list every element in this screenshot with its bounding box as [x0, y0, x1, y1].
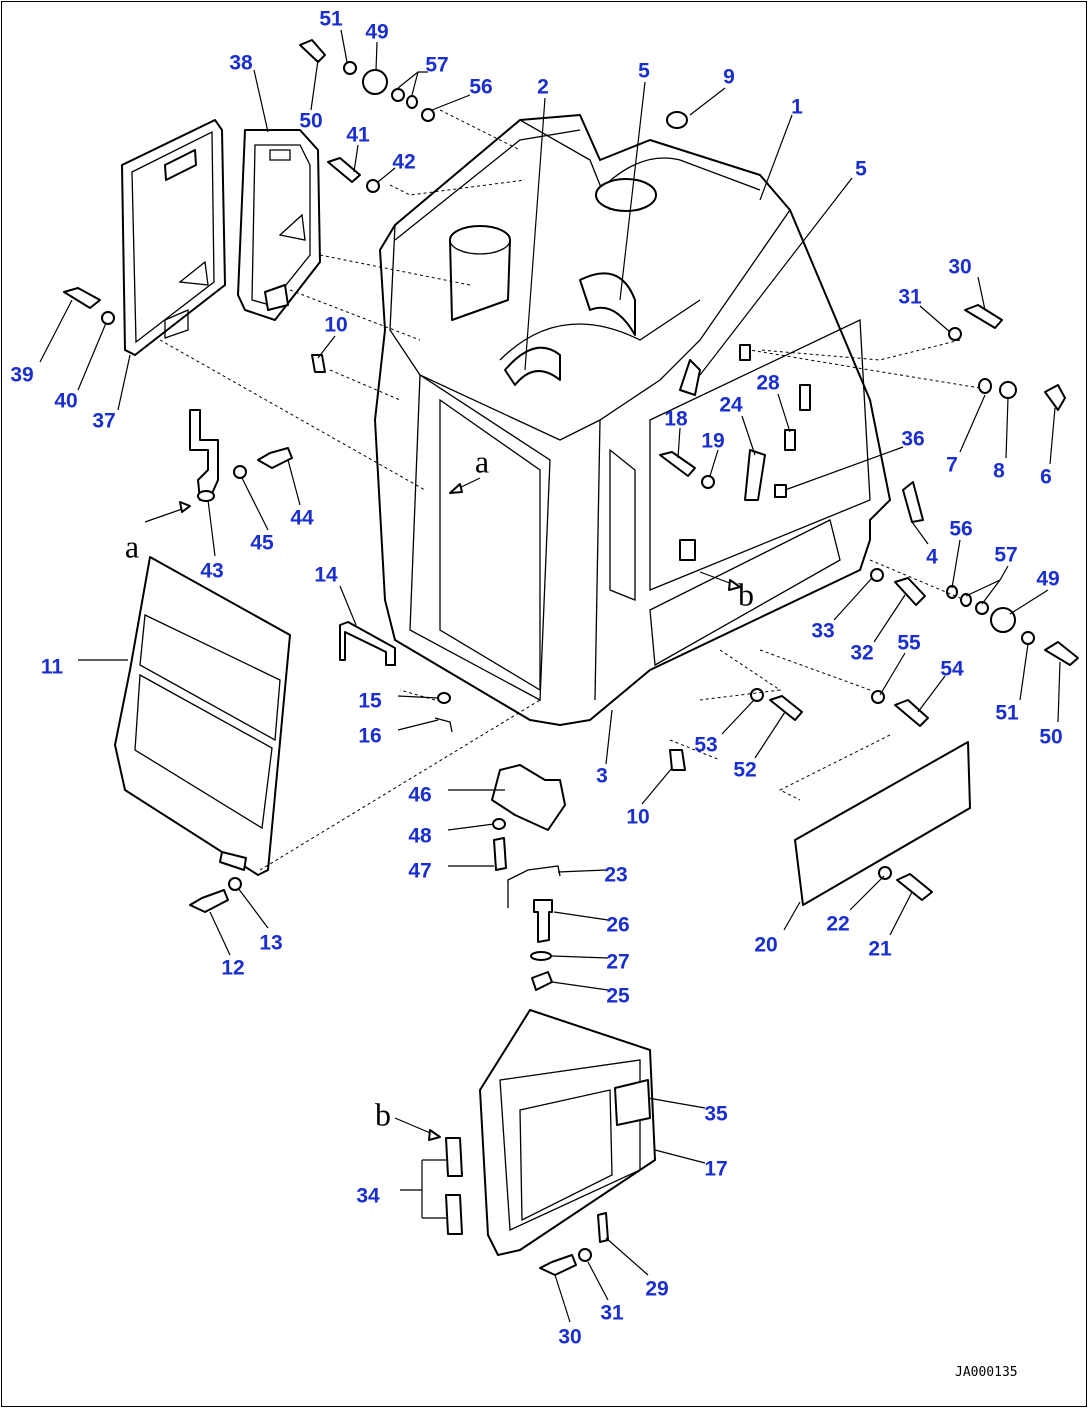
callout-38: 38 [229, 52, 253, 75]
view-marker-b1: b [738, 576, 754, 612]
callout-42: 42 [392, 151, 415, 174]
callout-19: 19 [701, 430, 724, 453]
callout-30: 30 [558, 1326, 581, 1349]
callout-57: 57 [425, 54, 448, 77]
callout-40: 40 [54, 390, 77, 413]
callout-57: 57 [994, 544, 1017, 567]
callout-30: 30 [948, 256, 971, 279]
assembly-lines [159, 109, 981, 871]
callout-31: 31 [600, 1302, 624, 1325]
callout-6: 6 [1040, 466, 1052, 489]
callout-12: 12 [221, 957, 244, 980]
callout-49: 49 [1036, 568, 1059, 591]
panel-38 [237, 129, 321, 321]
callout-47: 47 [408, 860, 431, 883]
hardware [63, 39, 1079, 1276]
callout-53: 53 [694, 734, 717, 757]
callout-31: 31 [898, 286, 922, 309]
view-marker-a2: a [125, 528, 139, 564]
callout-28: 28 [756, 372, 780, 395]
callout-23: 23 [604, 864, 627, 887]
callout-39: 39 [10, 364, 33, 387]
callout-55: 55 [897, 632, 921, 655]
drawing-code: JA000135 [955, 1365, 1018, 1380]
panel-37 [121, 119, 226, 356]
door-17 [479, 1009, 656, 1256]
callout-27: 27 [606, 951, 629, 974]
callout-45: 45 [250, 532, 274, 555]
cab-body [374, 114, 891, 726]
callout-50: 50 [1039, 726, 1062, 749]
leader-lines [39, 29, 1061, 1323]
callout-11: 11 [41, 656, 64, 679]
callout-46: 46 [408, 784, 431, 807]
callout-18: 18 [664, 408, 688, 431]
callout-24: 24 [719, 394, 743, 417]
callout-2: 2 [537, 76, 549, 99]
callout-52: 52 [733, 759, 756, 782]
callout-36: 36 [901, 428, 924, 451]
bracket-46 [491, 764, 566, 831]
callout-34: 34 [356, 1185, 380, 1208]
callout-20: 20 [754, 934, 777, 957]
callout-56: 56 [469, 76, 492, 99]
callout-44: 44 [290, 507, 314, 530]
callout-21: 21 [868, 938, 892, 961]
callout-50: 50 [299, 110, 322, 133]
callout-54: 54 [940, 658, 964, 681]
callout-29: 29 [645, 1278, 668, 1301]
callout-26: 26 [606, 914, 629, 937]
callout-48: 48 [408, 825, 432, 848]
callout-7: 7 [946, 454, 958, 477]
callout-17: 17 [704, 1158, 727, 1181]
callout-15: 15 [358, 690, 382, 713]
callout-33: 33 [811, 620, 834, 643]
bracket-43 [189, 409, 219, 502]
view-marker-a1: a [475, 443, 489, 479]
callout-41: 41 [346, 124, 370, 147]
callout-5: 5 [638, 60, 650, 83]
callout-37: 37 [92, 410, 115, 433]
callout-16: 16 [358, 725, 381, 748]
callout-9: 9 [723, 66, 735, 89]
view-marker-labels: a a b b [125, 443, 754, 1132]
callout-49: 49 [365, 21, 388, 44]
callout-32: 32 [850, 642, 873, 665]
plate-20 [794, 741, 971, 906]
callout-8: 8 [993, 460, 1005, 483]
callout-51: 51 [995, 702, 1019, 725]
callout-56: 56 [949, 518, 972, 541]
callout-43: 43 [200, 560, 223, 583]
callout-5: 5 [855, 158, 867, 181]
callout-14: 14 [314, 564, 338, 587]
callout-10: 10 [324, 314, 347, 337]
callout-1: 1 [791, 96, 803, 119]
panel-11 [114, 556, 291, 876]
callout-35: 35 [704, 1103, 728, 1126]
view-arrows [144, 477, 741, 1141]
callout-4: 4 [926, 546, 938, 569]
callout-13: 13 [259, 932, 282, 955]
callout-51: 51 [319, 8, 343, 31]
callout-3: 3 [596, 765, 608, 788]
callout-25: 25 [606, 985, 630, 1008]
view-marker-b2: b [375, 1096, 391, 1132]
callout-10: 10 [626, 806, 649, 829]
callout-22: 22 [826, 913, 849, 936]
